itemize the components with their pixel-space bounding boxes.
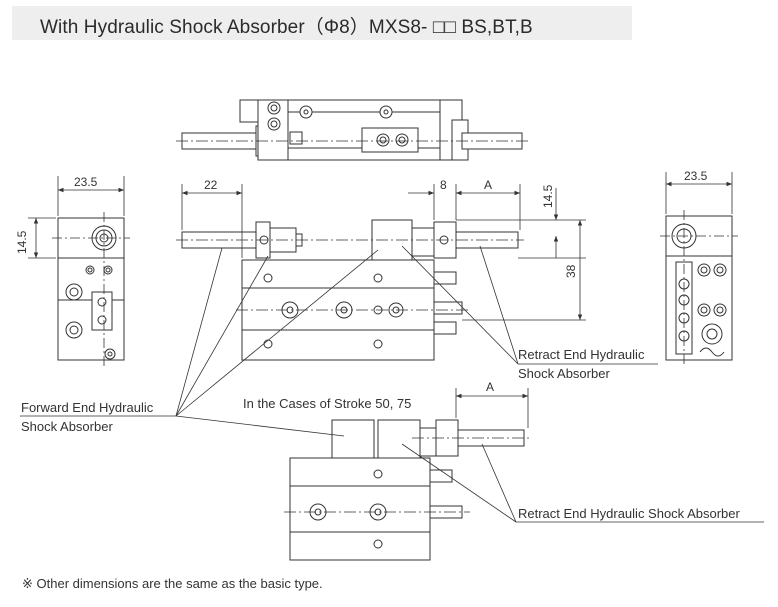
dim-retract-offset: 8 — [440, 178, 447, 192]
dim-left-width: 23.5 — [74, 175, 98, 189]
dim-forward-length: 22 — [204, 178, 218, 192]
footnote: ※ Other dimensions are the same as the b… — [22, 576, 323, 591]
hole-icon — [373, 339, 383, 349]
left-end-view — [57, 217, 125, 361]
callout-forward-line2: Shock Absorber — [21, 419, 113, 434]
front-view — [181, 219, 519, 361]
dim-lower-stroke: A — [486, 380, 494, 394]
dim-retract-stroke: A — [484, 178, 492, 192]
lower-detail-view — [289, 419, 525, 561]
top-view — [181, 99, 523, 161]
stroke-case-label: In the Cases of Stroke 50, 75 — [243, 396, 411, 411]
hole-icon — [373, 273, 383, 283]
dim-right-width: 23.5 — [684, 169, 708, 183]
hole-icon — [263, 339, 273, 349]
hole-icon — [97, 297, 107, 307]
right-end-view — [665, 215, 733, 361]
callout-leaders — [20, 245, 764, 523]
dim-retract-height: 14.5 — [541, 184, 555, 208]
callout-retract-line1: Retract End Hydraulic — [518, 347, 645, 362]
dim-body-height: 38 — [564, 264, 578, 278]
title-bar: With Hydraulic Shock Absorber（Φ8）MXS8- □… — [12, 6, 632, 40]
callout-forward-line1: Forward End Hydraulic — [21, 400, 154, 415]
hole-icon — [373, 539, 383, 549]
top-view-holes — [267, 101, 409, 147]
hole-icon — [263, 273, 273, 283]
callout-retract-single: Retract End Hydraulic Shock Absorber — [518, 506, 740, 521]
page-title: With Hydraulic Shock Absorber（Φ8）MXS8- □… — [40, 17, 533, 38]
callout-retract-line2: Shock Absorber — [518, 366, 610, 381]
hole-icon — [373, 469, 383, 479]
dim-left-height: 14.5 — [15, 230, 29, 254]
